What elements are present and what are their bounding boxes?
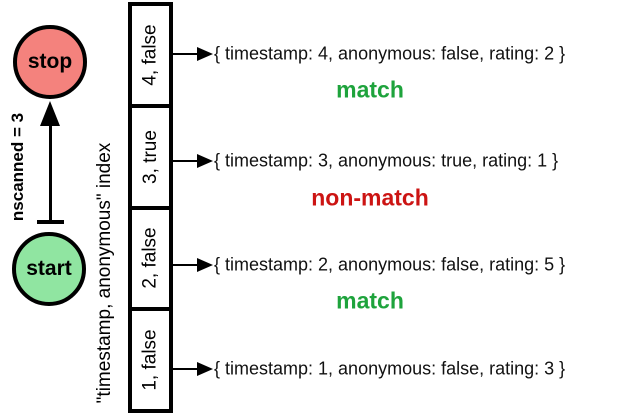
nscanned-label: nscanned = 3 [8,112,27,222]
doc-arrow-line [172,368,198,370]
stop-node: stop [13,25,87,99]
document-text-3: { timestamp: 3, anonymous: true, rating:… [214,150,559,171]
document-text-1: { timestamp: 1, anonymous: false, rating… [214,358,566,379]
doc-arrow-line [172,53,198,55]
doc-arrow-head-icon [197,47,213,61]
start-node-label: start [26,257,72,280]
result-label-match: match [336,287,404,314]
index-column: 4, false 3, true 2, false 1, false [128,2,173,413]
start-node: start [12,232,86,306]
index-cell-2-label: 2, false [139,227,161,290]
doc-arrow-head-icon [197,362,213,376]
result-label-non-match: non-match [311,184,429,211]
index-cell-4-label: 4, false [139,24,161,86]
index-cell-3-label: 3, true [139,129,161,184]
document-text-4: { timestamp: 4, anonymous: false, rating… [214,43,566,64]
doc-arrow-line [172,264,198,266]
doc-arrow-head-icon [197,154,213,168]
index-cell-1: 1, false [132,311,169,409]
stop-node-label: stop [27,50,73,73]
index-cell-4: 4, false [132,6,169,108]
index-cell-3: 3, true [132,107,169,210]
arrow-up-head-icon [40,101,60,126]
index-caption: "timestamp, anonymous" index [94,142,115,404]
index-cell-1-label: 1, false [139,329,161,391]
index-cell-2: 2, false [132,209,169,312]
document-text-2: { timestamp: 2, anonymous: false, rating… [214,254,566,275]
arrow-start-to-stop-line [49,124,52,223]
doc-arrow-line [172,160,198,162]
doc-arrow-head-icon [197,258,213,272]
result-label-match: match [336,76,404,103]
